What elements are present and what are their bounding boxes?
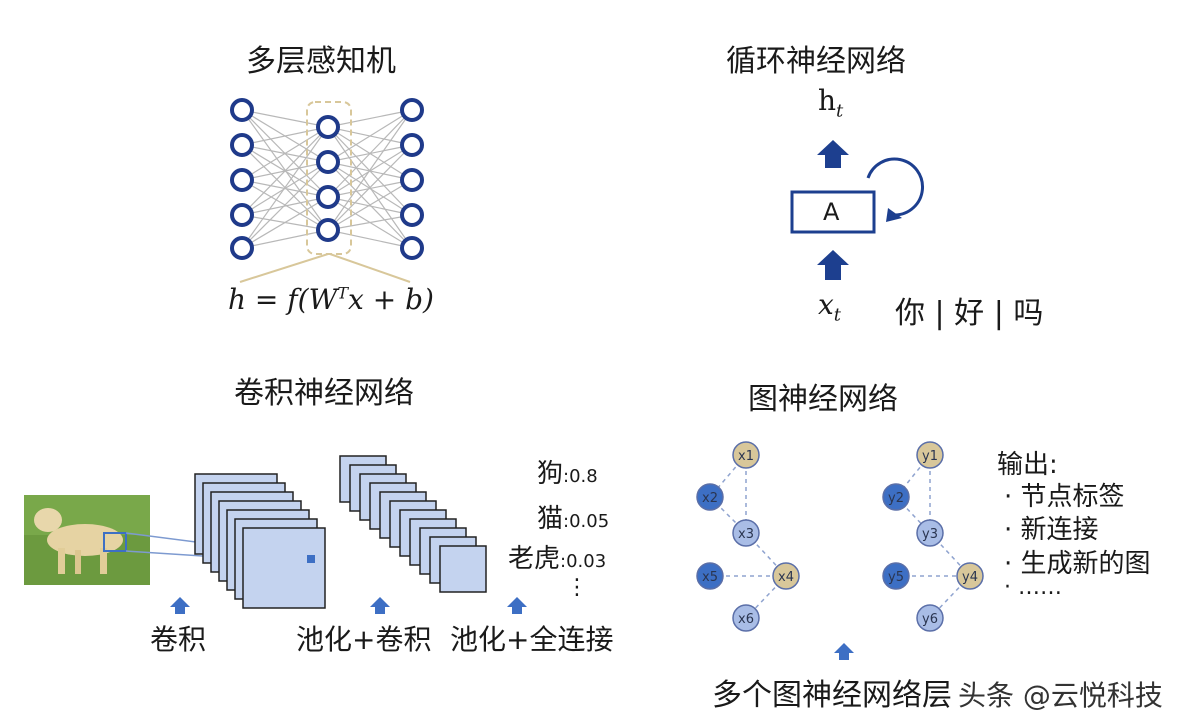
cnn-step-conv: 卷积 — [150, 623, 207, 656]
input-graph-node-label: x1 — [738, 449, 754, 464]
input-graph-node-label: x5 — [702, 570, 718, 585]
prediction-ellipsis: ⋮ — [566, 575, 588, 600]
dog-image — [24, 495, 150, 585]
input-neuron — [230, 133, 254, 157]
prediction-row: 老虎:0.03 — [508, 538, 606, 575]
rnn-title: 循环神经网络 — [726, 44, 906, 79]
output-neuron — [400, 203, 424, 227]
output-graph-node-label: y6 — [922, 612, 938, 627]
hidden-neuron — [316, 218, 340, 242]
rnn-recurrent-arrow — [866, 157, 925, 217]
output-graph-node — [882, 562, 910, 590]
prediction-score: :0.03 — [560, 551, 607, 572]
feature-map — [439, 545, 487, 593]
output-graph-node — [882, 483, 910, 511]
prediction-row: 猫:0.05 — [537, 498, 609, 535]
mlp-connections — [241, 109, 413, 249]
rnn-output-label: ht — [818, 84, 844, 122]
prediction-label: 猫 — [537, 504, 564, 534]
gnn-output-heading: 输出: — [997, 450, 1058, 480]
input-graph-node-label: x2 — [702, 491, 718, 506]
rnn-input-label: xt — [818, 288, 842, 326]
rnn-output-arrow — [817, 140, 849, 168]
output-graph-node — [916, 519, 944, 547]
input-graph-node — [732, 604, 760, 632]
feature-map — [242, 527, 326, 609]
pool-conv-step-arrow — [370, 597, 390, 614]
gnn-output-item: · 生成新的图 — [1004, 549, 1151, 579]
prediction-score: :0.05 — [563, 511, 610, 532]
cnn-title: 卷积神经网络 — [234, 376, 414, 411]
rnn-input-arrow — [817, 250, 849, 280]
prediction-label: 老虎 — [508, 544, 561, 574]
gnn-output-item: · 新连接 — [1004, 515, 1099, 545]
output-graph-node-label: y2 — [888, 491, 904, 506]
input-graph-node-label: x6 — [738, 612, 754, 627]
hidden-neuron — [316, 115, 340, 139]
prediction-row: 狗:0.8 — [537, 453, 598, 490]
output-graph-node — [916, 441, 944, 469]
input-neuron — [230, 168, 254, 192]
gnn-layers-caption: 多个图神经网络层 — [712, 678, 952, 713]
cnn-step-pool-fc: 池化+全连接 — [450, 623, 614, 656]
input-neuron — [230, 203, 254, 227]
input-graph-node — [732, 441, 760, 469]
output-neuron — [400, 98, 424, 122]
gnn-layers-arrow — [834, 643, 854, 660]
input-graph-node — [772, 562, 800, 590]
prediction-label: 狗 — [537, 459, 564, 489]
mlp-title: 多层感知机 — [246, 44, 396, 79]
input-graph-node — [732, 519, 760, 547]
gnn-output-item: · …… — [1004, 575, 1062, 600]
mlp-neurons — [230, 98, 424, 260]
mlp-hidden-layer-box — [306, 101, 352, 255]
prediction-score: :0.8 — [563, 466, 598, 487]
mlp-formula-text: h = f(WTx + b) — [228, 283, 434, 316]
input-graph-node-label: x4 — [778, 570, 794, 585]
output-graph-node — [956, 562, 984, 590]
rnn-cell-box — [790, 190, 876, 234]
output-graph-node-label: y5 — [888, 570, 904, 585]
output-graph-node-label: y1 — [922, 449, 938, 464]
output-neuron — [400, 236, 424, 260]
watermark: 头条 @云悦科技 — [958, 679, 1163, 712]
mlp-formula: h = f(WTx + b) — [228, 283, 434, 316]
input-graph-node — [696, 562, 724, 590]
rnn-cell-label: A — [823, 198, 840, 226]
output-graph-node-label: y3 — [922, 527, 938, 542]
conv-step-arrow — [170, 597, 190, 614]
gnn-output-item: · 节点标签 — [1004, 482, 1125, 512]
input-graph-node — [696, 483, 724, 511]
input-neuron — [230, 236, 254, 260]
output-neuron — [400, 133, 424, 157]
pooled-feature-maps — [339, 455, 487, 593]
input-graph-node-label: x3 — [738, 527, 754, 542]
conv-feature-maps — [194, 473, 326, 609]
gnn-title: 图神经网络 — [748, 382, 898, 417]
output-neuron — [400, 168, 424, 192]
output-graph-node-label: y4 — [962, 570, 978, 585]
cnn-step-pool-conv: 池化+卷积 — [296, 623, 432, 656]
hidden-neuron — [316, 150, 340, 174]
pool-fc-step-arrow — [507, 597, 527, 614]
rnn-tokens: 你 | 好 | 吗 — [895, 296, 1044, 331]
input-neuron — [230, 98, 254, 122]
hidden-neuron — [316, 185, 340, 209]
output-graph-node — [916, 604, 944, 632]
